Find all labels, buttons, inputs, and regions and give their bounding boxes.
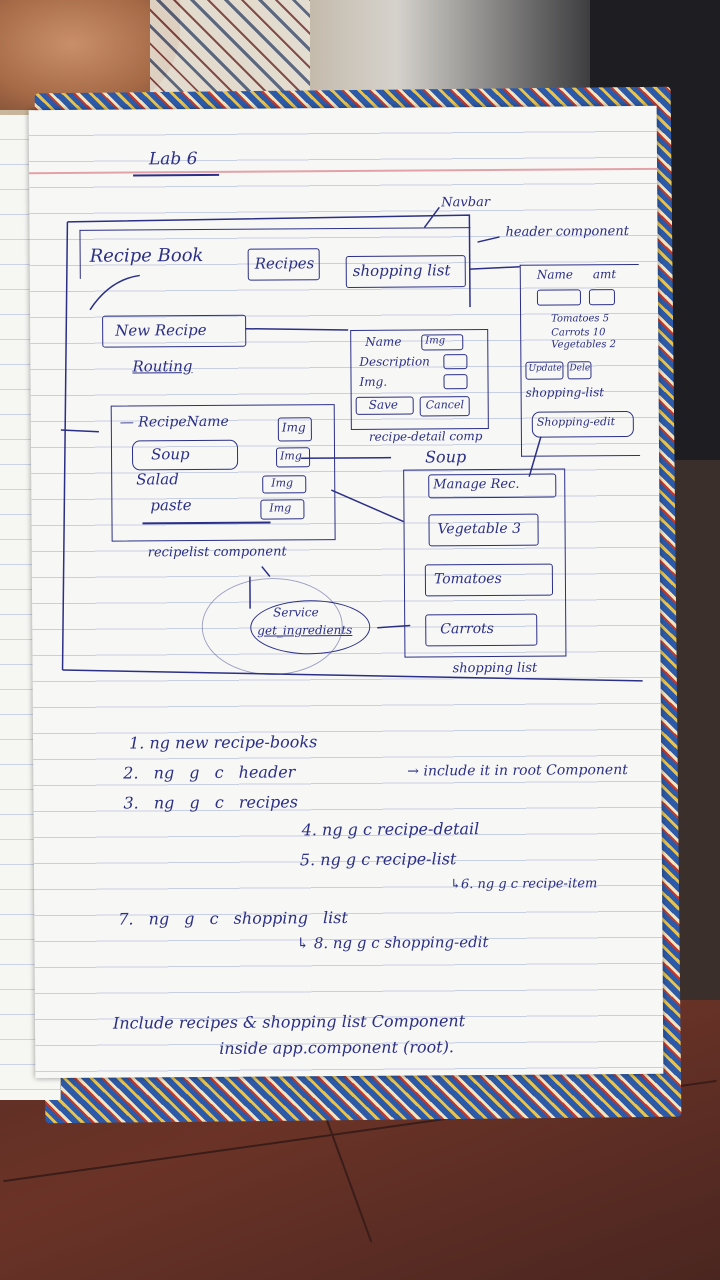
header-component-label: header component — [505, 224, 629, 240]
recipe-detail-box: Name Img Description Img. Save Cancel — [350, 329, 489, 430]
detail-cancel-box: Cancel — [419, 396, 470, 417]
recipe-list-img-3: Img — [260, 499, 305, 520]
detail-name-img-box: Img — [421, 334, 464, 351]
edit-name-label: Name — [536, 267, 573, 282]
edit-row-0: Tomatoes 5 — [551, 313, 610, 325]
recipe-list-img-label-1: Img — [280, 449, 302, 463]
recipe-list-item-soup: Soup — [131, 439, 239, 471]
note-line-2: inside app.component (root). — [219, 1037, 455, 1058]
notebook-page: Lab 6 Navbar header component Recipe Boo… — [28, 105, 664, 1079]
edit-shopping-list-label: shopping-list — [525, 385, 605, 400]
diagram-connectors — [60, 206, 643, 682]
routing-label: Routing — [132, 357, 193, 376]
edit-amt-input — [588, 289, 616, 306]
manage-recipe-box: Manage Rec. — [428, 473, 557, 499]
edit-row-2: Vegetables 2 — [551, 339, 617, 351]
recipe-list-item-label-2: paste — [150, 496, 192, 515]
edit-row-1: Carrots 10 — [551, 327, 606, 339]
shopping-edit-label-box: Shopping-edit — [531, 410, 634, 438]
shopping-list-tab-label: shopping list — [352, 261, 451, 280]
step-2-note: → include it in root Component — [407, 762, 628, 780]
step-7: 7. ng g c shopping list — [118, 907, 348, 929]
edit-delete-label: Dele — [569, 363, 591, 374]
detail-img-label: Img. — [359, 374, 388, 389]
shopping-list-box: Manage Rec. Vegetable 3 Tomatoes Carrots — [403, 468, 567, 658]
step-4: 4. ng g c recipe-detail — [301, 819, 480, 840]
new-recipe-box: New Recipe — [102, 314, 247, 348]
edit-amt-label: amt — [592, 267, 617, 282]
shopping-item-0: Vegetable 3 — [428, 513, 539, 547]
navbar-label: Navbar — [441, 194, 491, 211]
step-1: 1. ng new recipe-books — [128, 732, 318, 753]
recipe-list-img-label-3: Img — [269, 501, 292, 515]
detail-save-box: Save — [355, 396, 414, 415]
edit-update-box: Update — [525, 361, 564, 380]
shopping-item-2: Carrots — [425, 613, 538, 647]
shopping-edit-label: Shopping-edit — [536, 415, 616, 429]
recipe-list-img-2: Img — [262, 475, 307, 494]
soup-detail-label: Soup — [424, 447, 467, 467]
recipe-list-header: — RecipeName — [119, 413, 229, 431]
recipe-list-img-label-0: Img — [281, 420, 306, 435]
shopping-item-label-1: Tomatoes — [433, 570, 502, 588]
step-8: ↳ 8. ng g c shopping-edit — [296, 933, 489, 953]
recipes-tab-box: Recipes — [247, 248, 320, 281]
shopping-edit-box: Name amt Tomatoes 5 Carrots 10 Vegetable… — [519, 263, 641, 457]
recipe-list-box: — RecipeName Img Soup Img Salad Img past… — [110, 404, 336, 542]
detail-name-img-label: Img — [425, 335, 446, 347]
service-label: Service — [273, 605, 319, 620]
edit-update-label: Update — [528, 363, 562, 374]
shopping-item-label-2: Carrots — [440, 620, 495, 638]
step-2: 2. ng g c header — [123, 762, 296, 783]
note-line-1: Include recipes & shopping list Componen… — [112, 1011, 466, 1033]
detail-img-box — [443, 374, 468, 390]
shopping-item-label-0: Vegetable 3 — [437, 520, 522, 538]
detail-name-label: Name — [365, 334, 402, 349]
edit-delete-box: Dele — [567, 361, 592, 380]
recipe-list-img-label-2: Img — [271, 476, 294, 490]
recipe-list-img-1: Img — [275, 447, 311, 468]
recipe-list-component-label: recipelist component — [147, 544, 287, 561]
service-method-label: get_ingredients — [257, 622, 353, 638]
shopping-item-1: Tomatoes — [424, 563, 554, 597]
recipe-book-label: Recipe Book — [89, 244, 204, 267]
detail-description-box — [443, 354, 468, 370]
shopping-list-tab-box: shopping list — [345, 255, 466, 288]
step-5: 5. ng g c recipe-list — [299, 849, 457, 870]
step-3: 3. ng g c recipes — [123, 792, 299, 813]
manage-recipe-label: Manage Rec. — [433, 476, 520, 493]
recipe-detail-label: recipe-detail comp — [368, 429, 483, 444]
detail-save-label: Save — [368, 397, 399, 412]
recipe-list-img-0: Img — [277, 417, 312, 442]
recipe-list-item-label-1: Salad — [136, 470, 179, 489]
recipes-tab-label: Recipes — [254, 254, 315, 273]
recipe-list-item-label-0: Soup — [150, 445, 190, 464]
detail-cancel-label: Cancel — [425, 398, 464, 412]
step-6: ↳6. ng g c recipe-item — [449, 876, 598, 893]
detail-description-label: Description — [359, 354, 430, 369]
new-recipe-label: New Recipe — [115, 320, 207, 340]
shopping-list-component-label: shopping list — [452, 660, 538, 677]
edit-name-input — [536, 289, 582, 306]
